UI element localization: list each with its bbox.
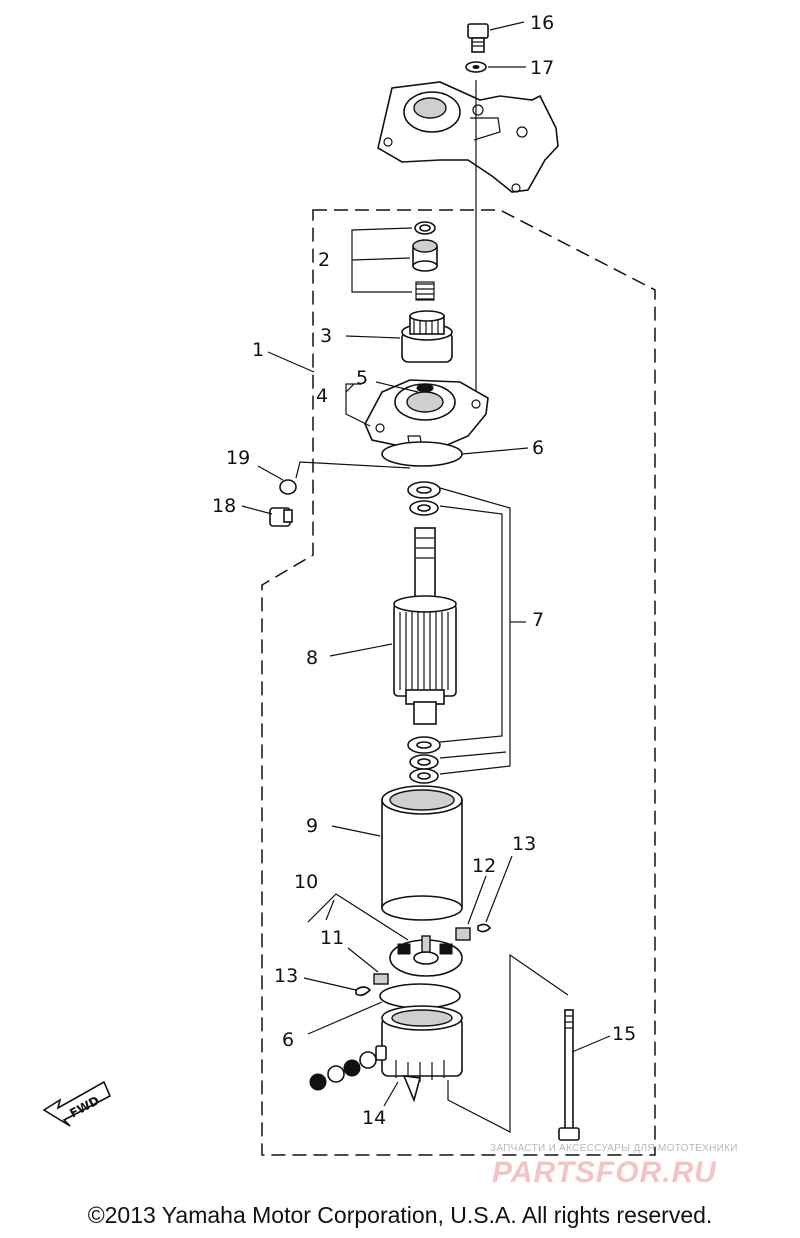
callout-3: 3 [320, 325, 332, 347]
bolt-18 [269, 507, 293, 527]
callout-14: 14 [362, 1107, 386, 1129]
mount-bracket [377, 81, 559, 193]
fwd-arrow-icon: FWD [42, 1080, 112, 1127]
watermark-logo: PARTSFOR.RU [492, 1156, 717, 1189]
callout-5: 5 [356, 367, 368, 389]
brush-holder [389, 935, 463, 977]
spring-13-lower [355, 986, 372, 997]
callout-1: 1 [252, 339, 264, 361]
callout-7: 7 [532, 609, 544, 631]
gasket-upper [381, 441, 463, 467]
callout-6-upper: 6 [532, 437, 544, 459]
armature [393, 527, 457, 725]
callout-9: 9 [306, 815, 318, 837]
callout-2: 2 [318, 249, 330, 271]
pinion-gear [401, 310, 453, 363]
callout-8: 8 [306, 647, 318, 669]
copyright-notice: ©2013 Yamaha Motor Corporation, U.S.A. A… [87, 1202, 713, 1228]
lock-washer-19 [279, 479, 297, 495]
rear-cover [375, 1005, 463, 1103]
callout-13-upper: 13 [512, 833, 536, 855]
callout-17: 17 [530, 57, 554, 79]
brush-11 [373, 973, 389, 985]
watermark-tagline: ЗАПЧАСТИ И АКСЕССУАРЫ ДЛЯ МОТОТЕХНИКИ [490, 1143, 738, 1154]
bolt-16 [467, 23, 489, 53]
gasket-lower [379, 983, 461, 1009]
pinion-stopper-set [412, 221, 438, 301]
washers-upper [407, 481, 441, 516]
terminal-nuts [309, 1051, 377, 1091]
assembly-outline [261, 209, 656, 1156]
yoke-housing [381, 785, 463, 921]
front-bracket [364, 379, 489, 451]
callout-4: 4 [316, 385, 328, 407]
callout-10: 10 [294, 871, 318, 893]
callout-6-lower: 6 [282, 1029, 294, 1051]
callout-19: 19 [226, 447, 250, 469]
callout-15: 15 [612, 1023, 636, 1045]
callout-16: 16 [530, 12, 554, 34]
through-bolt-15 [558, 1009, 580, 1141]
spring-13-upper [477, 923, 492, 933]
callout-13-lower: 13 [274, 965, 298, 987]
callout-18: 18 [212, 495, 236, 517]
callout-11: 11 [320, 927, 344, 949]
brush-12 [455, 927, 471, 941]
washers-lower [407, 736, 441, 784]
callout-12: 12 [472, 855, 496, 877]
